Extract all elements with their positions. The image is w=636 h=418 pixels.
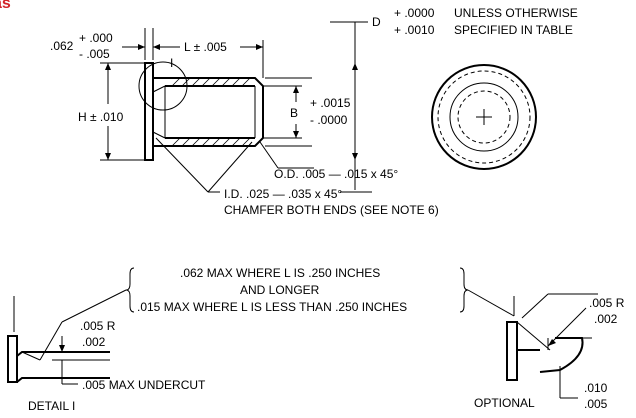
detail-radius-upper: .005 R bbox=[80, 319, 116, 333]
corner-mark: as bbox=[0, 0, 11, 12]
detail-undercut-note: .005 MAX UNDERCUT bbox=[82, 378, 206, 392]
tolerance-text-1: UNLESS OTHERWISE bbox=[454, 6, 578, 20]
flange-nominal: .062 bbox=[50, 39, 74, 53]
od-chamfer-note: O.D. .005 — .015 x 45° bbox=[274, 167, 398, 181]
optional-radius-lower: .002 bbox=[594, 312, 618, 326]
radius-note-line-2: AND LONGER bbox=[240, 283, 320, 297]
bushing-side-view bbox=[144, 62, 312, 161]
hatching-top bbox=[171, 77, 251, 87]
flange-upper: + .000 bbox=[79, 31, 113, 45]
radius-note-line-1: .062 MAX WHERE L IS .250 INCHES bbox=[180, 266, 380, 280]
bore-upper: + .0015 bbox=[310, 96, 351, 110]
detail-callout-letter: I bbox=[170, 56, 173, 70]
detail-radius-lower: .002 bbox=[82, 335, 106, 349]
detail-caption: DETAIL I bbox=[28, 399, 75, 413]
length-dimension: L ± .005 bbox=[184, 40, 227, 54]
id-chamfer-line-2: CHAMFER BOTH ENDS (SEE NOTE 6) bbox=[224, 203, 439, 217]
id-chamfer-line-1: I.D. .025 — .035 x 45° bbox=[224, 187, 342, 201]
flange-dimension-lines bbox=[122, 28, 172, 60]
radius-note-line-3: .015 MAX WHERE L IS LESS THAN .250 INCHE… bbox=[137, 300, 407, 314]
height-dimension: H ± .010 bbox=[78, 110, 124, 124]
optional-view-drawing bbox=[506, 293, 598, 399]
optional-radius-upper: .005 R bbox=[589, 296, 625, 310]
tolerance-dimension-lines bbox=[330, 21, 372, 193]
tolerance-plus-2: + .0010 bbox=[394, 23, 435, 37]
optional-dim-lower: .005 bbox=[584, 397, 608, 411]
length-dimension-lines bbox=[153, 40, 264, 78]
bore-symbol: B bbox=[290, 106, 298, 120]
tolerance-symbol: D bbox=[372, 15, 381, 29]
od-chamfer-leader bbox=[259, 141, 314, 169]
optional-caption: OPTIONAL bbox=[474, 396, 535, 410]
bore-lower: - .0000 bbox=[310, 113, 348, 127]
radius-note-braces bbox=[61, 267, 515, 323]
optional-dim-upper: .010 bbox=[584, 381, 608, 395]
tolerance-text-2: SPECIFIED IN TABLE bbox=[454, 23, 573, 37]
bore-dimension-lines bbox=[263, 38, 358, 166]
id-chamfer-leaders bbox=[155, 137, 253, 193]
hatching-bottom bbox=[171, 137, 251, 147]
bushing-end-view bbox=[431, 64, 537, 170]
height-dimension-lines bbox=[100, 62, 145, 161]
tolerance-plus-1: + .0000 bbox=[394, 6, 435, 20]
detail-view-drawing bbox=[7, 296, 110, 385]
flange-lower: - .005 bbox=[79, 47, 110, 61]
